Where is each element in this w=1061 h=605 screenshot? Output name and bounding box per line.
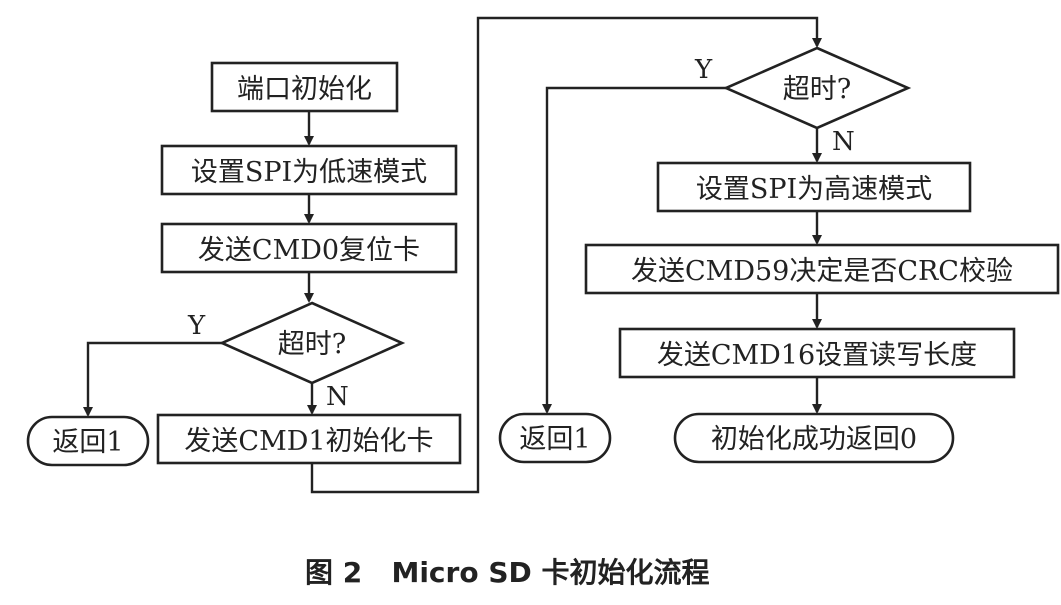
cmd16-box xyxy=(618,327,1016,379)
cmd0-text: 发送CMD0复位卡 xyxy=(198,235,420,266)
spi-high-box xyxy=(656,161,972,213)
yes-label-1: Y xyxy=(187,311,206,341)
return1-left-terminal xyxy=(26,415,150,467)
timeout-text-2: 超时? xyxy=(783,74,851,105)
spi-low-box xyxy=(160,144,458,196)
figure-caption: 图 2 Micro SD 卡初始化流程 xyxy=(305,556,709,589)
return1-left-text: 返回1 xyxy=(52,427,123,458)
no-label-1: N xyxy=(326,382,349,412)
cmd16-text: 发送CMD16设置读写长度 xyxy=(657,340,977,371)
cmd59-box xyxy=(584,243,1060,295)
spi-high-text: 设置SPI为高速模式 xyxy=(696,174,932,205)
spi-low-text: 设置SPI为低速模式 xyxy=(191,157,427,188)
port-init-text: 端口初始化 xyxy=(237,74,372,105)
return1-right-text: 返回1 xyxy=(519,424,590,455)
arrow-timeout1-yes xyxy=(83,341,222,417)
port-init-box xyxy=(210,61,399,113)
cmd1-text: 发送CMD1初始化卡 xyxy=(184,426,433,457)
arrow-timeout2-yes xyxy=(542,86,726,414)
success-terminal xyxy=(673,412,955,464)
yes-label-2: Y xyxy=(694,55,713,85)
arrow-cmd1-to-timeout2 xyxy=(310,16,822,494)
timeout-text-1: 超时? xyxy=(278,329,346,360)
return1-right-terminal xyxy=(498,412,612,464)
no-label-2: N xyxy=(832,127,855,157)
cmd1-box xyxy=(156,413,462,465)
success-text: 初始化成功返回0 xyxy=(711,424,917,455)
cmd59-text: 发送CMD59决定是否CRC校验 xyxy=(631,256,1013,287)
